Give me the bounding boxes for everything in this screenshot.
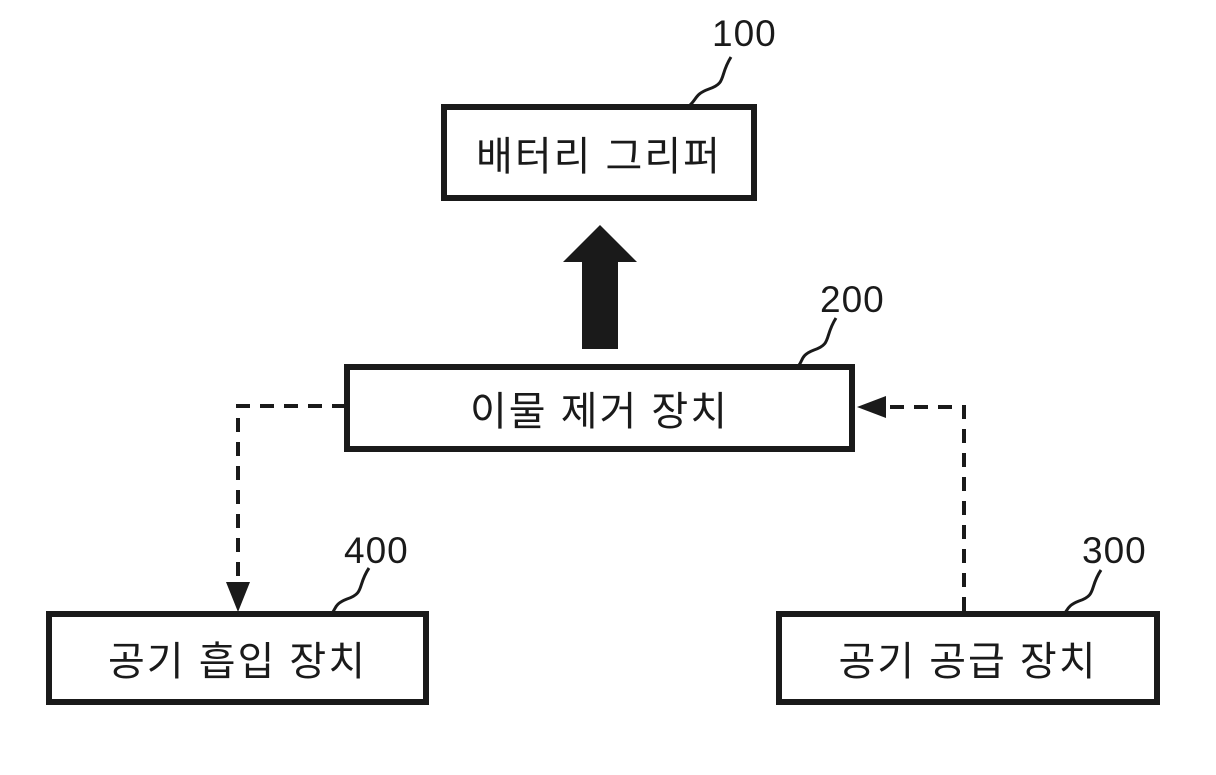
node-air-suction: 공기 흡입 장치: [46, 611, 429, 705]
ref-label-400: 400: [344, 530, 409, 571]
down-arrowhead: [226, 582, 250, 612]
node-debris-remover: 이물 제거 장치: [344, 364, 855, 452]
node-air-supply-label: 공기 공급 장치: [838, 640, 1098, 684]
left-arrowhead: [857, 396, 886, 418]
ref-label-200: 200: [820, 279, 885, 320]
leader-line-400: [330, 567, 371, 615]
node-battery-gripper-label: 배터리 그리퍼: [476, 134, 722, 179]
dashed-line-from-air-supply: [886, 405, 966, 611]
solid-up-arrow: [563, 225, 637, 349]
leader-line-100: [687, 56, 733, 108]
node-battery-gripper: 배터리 그리퍼: [441, 104, 757, 201]
ref-label-100: 100: [712, 13, 777, 54]
ref-label-300: 300: [1082, 530, 1147, 571]
dashed-line-to-air-suction: [236, 404, 346, 582]
node-air-supply: 공기 공급 장치: [776, 611, 1160, 705]
node-debris-remover-label: 이물 제거 장치: [469, 390, 730, 434]
node-air-suction-label: 공기 흡입 장치: [107, 640, 368, 684]
leader-line-300: [1061, 569, 1103, 617]
leader-line-200: [797, 317, 838, 366]
